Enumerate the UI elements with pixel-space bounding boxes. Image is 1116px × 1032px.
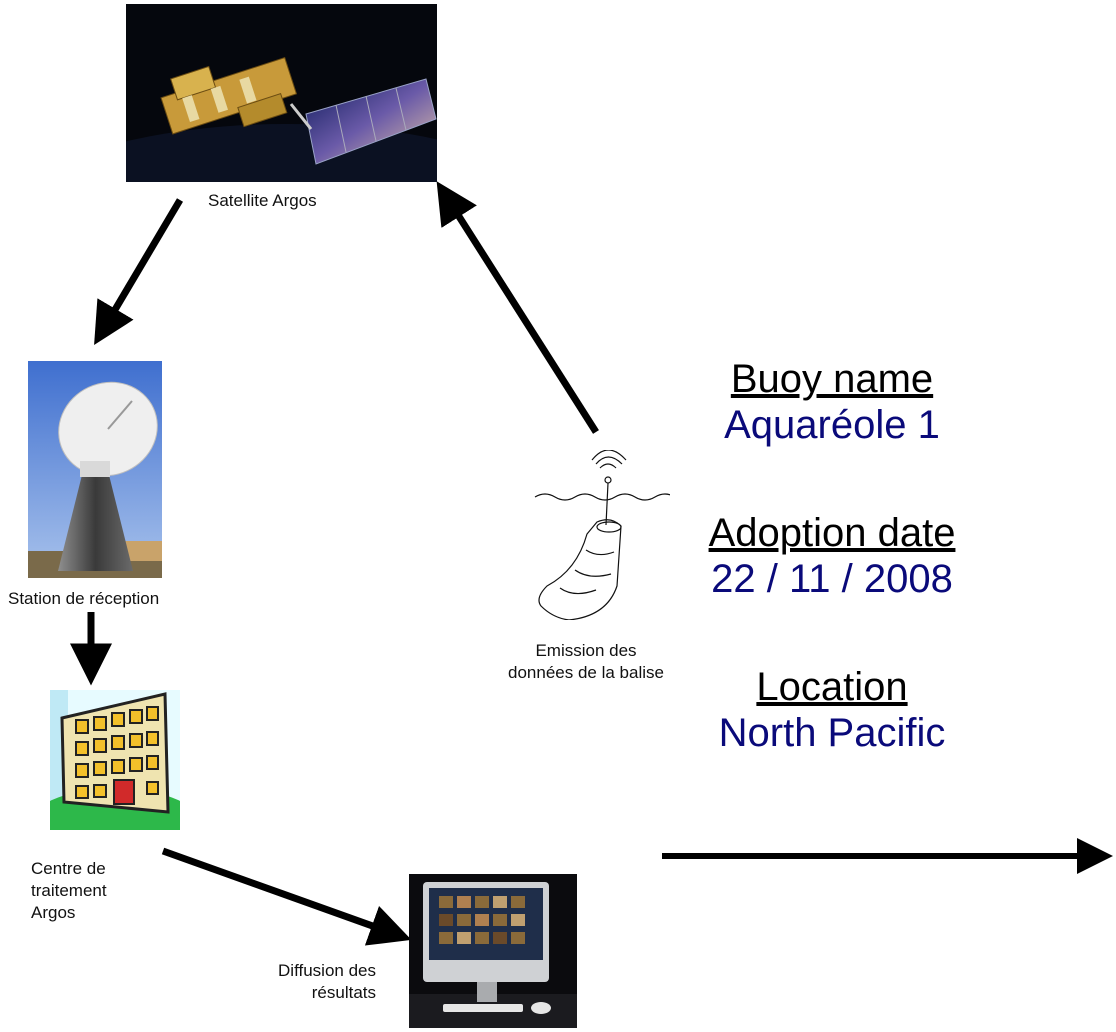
- adoption-date-value: 22 / 11 / 2008: [711, 557, 953, 601]
- buoy-label: Emission des données de la balise: [508, 641, 664, 682]
- diffusion-label: Diffusion des résultats: [278, 961, 376, 1002]
- buoy-info-panel: Buoy name Aquaréole 1 Adoption date 22 /…: [660, 356, 1004, 756]
- arrow-buoy-to-satellite: [436, 181, 599, 434]
- satellite-image: [126, 4, 437, 182]
- arrow-centre-to-diffusion: [161, 847, 412, 946]
- location-heading: Location: [756, 665, 908, 709]
- satellite-label: Satellite Argos: [208, 191, 317, 210]
- diffusion-computer-image: [409, 874, 577, 1028]
- buoy-name-heading: Buoy name: [730, 357, 934, 401]
- station-label: Station de réception: [8, 589, 160, 608]
- reception-station-image: [28, 361, 162, 578]
- processing-centre-image: [50, 690, 180, 830]
- buoy-sketch: [530, 450, 670, 620]
- location-value: North Pacific: [718, 711, 946, 755]
- centre-label: Centre de traitement Argos: [31, 859, 107, 922]
- buoy-name-value: Aquaréole 1: [724, 403, 940, 447]
- arrow-satellite-to-station: [94, 198, 184, 346]
- adoption-date-heading: Adoption date: [708, 511, 956, 555]
